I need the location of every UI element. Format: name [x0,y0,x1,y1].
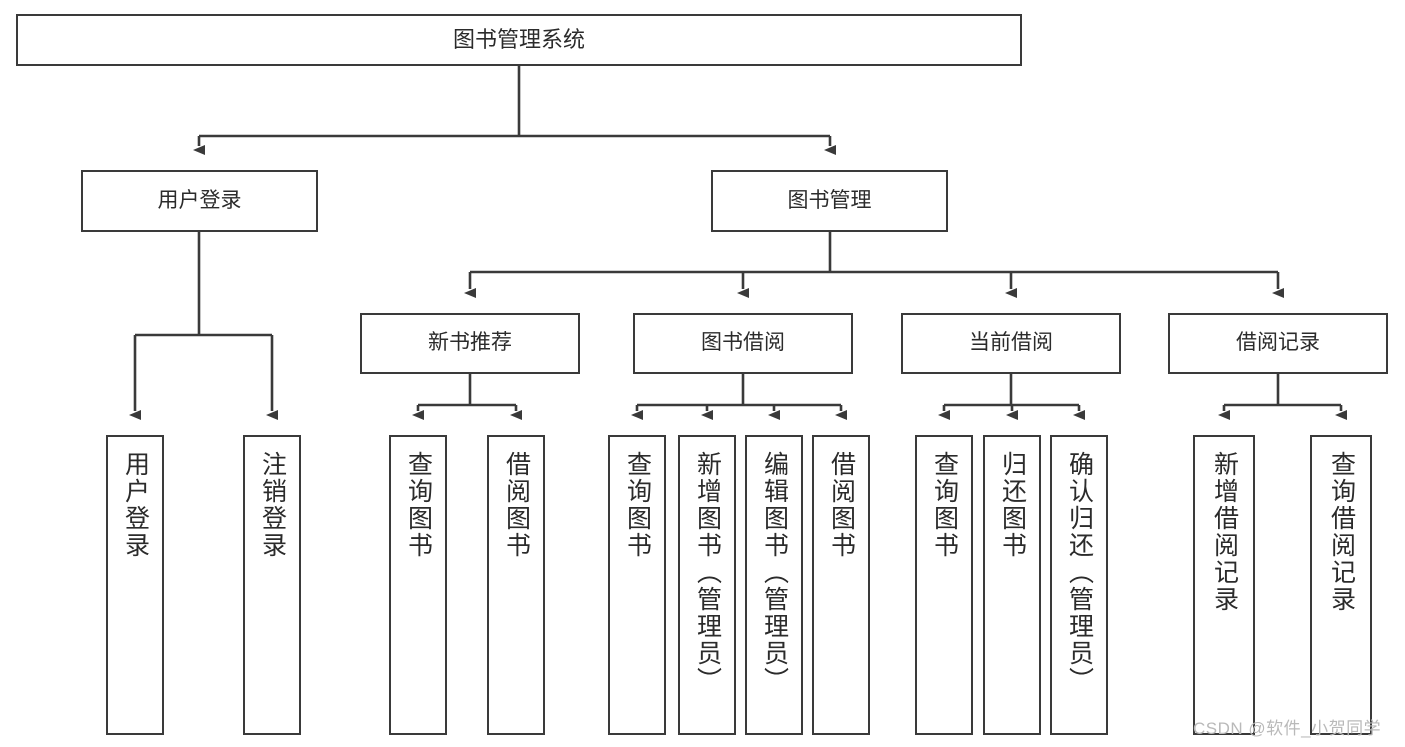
node-current-borrow[interactable]: 当前借阅 [901,313,1121,374]
leaf-current-query-book[interactable]: 查询图书 [915,435,973,735]
node-label: 借阅图书 [502,451,531,559]
node-label: 当前借阅 [969,331,1053,355]
leaf-user-login-signin[interactable]: 用户登录 [106,435,164,735]
leaf-borrow-edit-book-admin[interactable]: 编辑图书（管理员） [745,435,803,735]
leaf-records-add-record[interactable]: 新增借阅记录 [1193,435,1255,735]
leaf-borrow-add-book-admin[interactable]: 新增图书（管理员） [678,435,736,735]
leaf-new-books-borrow[interactable]: 借阅图书 [487,435,545,735]
node-label: 查询图书 [404,451,433,559]
node-label: 新书推荐 [428,331,512,355]
csdn-watermark: CSDN @软件_小贺同学 [1193,719,1382,738]
leaf-new-books-query[interactable]: 查询图书 [389,435,447,735]
node-user-login[interactable]: 用户登录 [81,170,318,232]
node-new-book-recommend[interactable]: 新书推荐 [360,313,580,374]
node-label: 查询图书 [623,451,652,559]
node-label: 编辑图书（管理员） [760,451,789,694]
leaf-current-confirm-return-admin[interactable]: 确认归还（管理员） [1050,435,1108,735]
node-label: 用户登录 [121,451,150,559]
node-label: 查询借阅记录 [1327,451,1356,613]
node-label: 图书借阅 [701,331,785,355]
leaf-borrow-query-book[interactable]: 查询图书 [608,435,666,735]
leaf-user-login-signout[interactable]: 注销登录 [243,435,301,735]
node-root-system[interactable]: 图书管理系统 [16,14,1022,66]
node-label: 图书管理 [787,188,872,212]
node-label: 用户登录 [157,188,242,212]
node-label: 图书管理系统 [452,27,585,53]
node-label: 新增借阅记录 [1210,451,1239,613]
node-label: 新增图书（管理员） [693,451,722,694]
node-book-management[interactable]: 图书管理 [711,170,948,232]
node-borrow-records[interactable]: 借阅记录 [1168,313,1388,374]
node-label: 借阅图书 [827,451,856,559]
node-label: 借阅记录 [1236,331,1320,355]
node-label: 查询图书 [930,451,959,559]
leaf-current-return-book[interactable]: 归还图书 [983,435,1041,735]
node-label: 确认归还（管理员） [1065,451,1094,694]
node-label: 归还图书 [998,451,1027,559]
node-book-borrow[interactable]: 图书借阅 [633,313,853,374]
leaf-borrow-borrow-book[interactable]: 借阅图书 [812,435,870,735]
leaf-records-query-record[interactable]: 查询借阅记录 [1310,435,1372,735]
node-label: 注销登录 [258,451,287,559]
